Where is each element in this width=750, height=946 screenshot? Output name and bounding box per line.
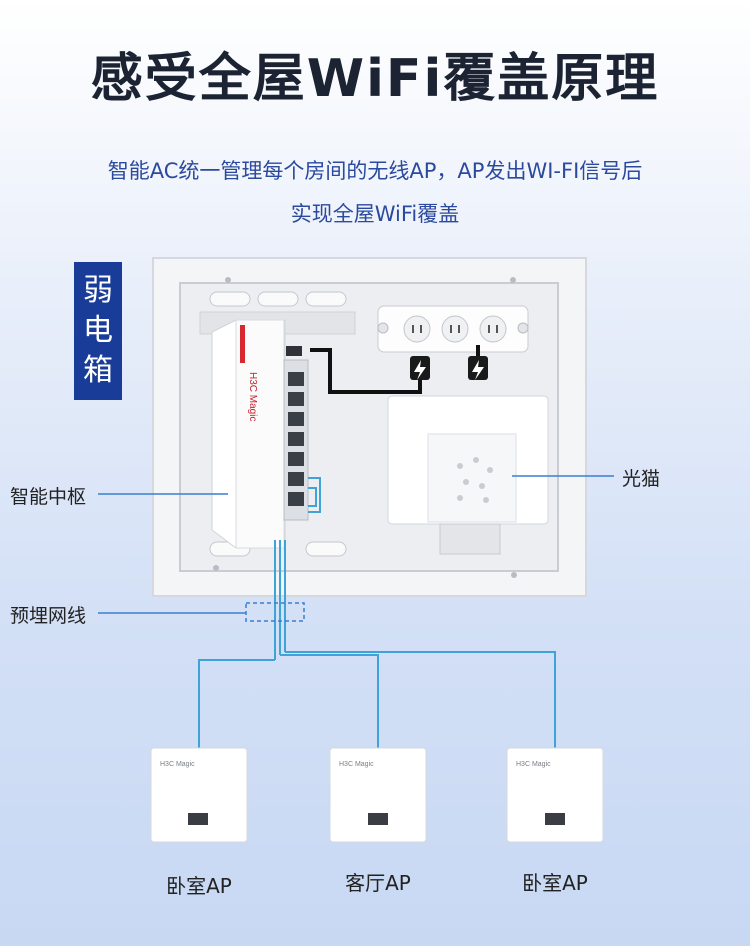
weak-box-char-2: 电: [83, 313, 113, 348]
ap-label-2: 客厅AP: [345, 871, 411, 895]
plug-icon: [410, 356, 488, 380]
ap-label-3: 卧室AP: [522, 871, 588, 895]
smart-hub-device: H3C Magic: [211, 319, 309, 549]
leader-lines: [98, 475, 614, 614]
weak-box-label: 弱 电 箱: [74, 262, 122, 400]
page-title: 感受全屋WiFi覆盖原理: [90, 49, 660, 109]
optical-modem-device: [387, 395, 549, 555]
hub-brand-text: H3C Magic: [247, 372, 258, 421]
weak-box-char-3: 箱: [83, 353, 113, 388]
modem-label: 光猫: [622, 468, 661, 490]
ap-label-1: 卧室AP: [166, 874, 232, 898]
access-point-3: H3C Magic: [506, 747, 604, 843]
subtitle-line-2: 实现全屋WiFi覆盖: [290, 202, 460, 226]
ap-3-brand-text: H3C Magic: [516, 761, 551, 768]
embedded-cable-marker: [245, 602, 305, 622]
weak-box-char-1: 弱: [83, 273, 113, 308]
ap-1-brand-text: H3C Magic: [160, 761, 195, 768]
ap-2-brand-text: H3C Magic: [339, 761, 374, 768]
network-cables: [198, 477, 556, 750]
hub-label: 智能中枢: [10, 486, 87, 508]
access-point-2: H3C Magic: [329, 747, 427, 843]
access-point-1: H3C Magic: [150, 747, 248, 843]
power-strip: [377, 305, 529, 353]
subtitle-line-1: 智能AC统一管理每个房间的无线AP，AP发出WI-FI信号后: [107, 159, 643, 183]
cable-label: 预埋网线: [10, 605, 87, 627]
